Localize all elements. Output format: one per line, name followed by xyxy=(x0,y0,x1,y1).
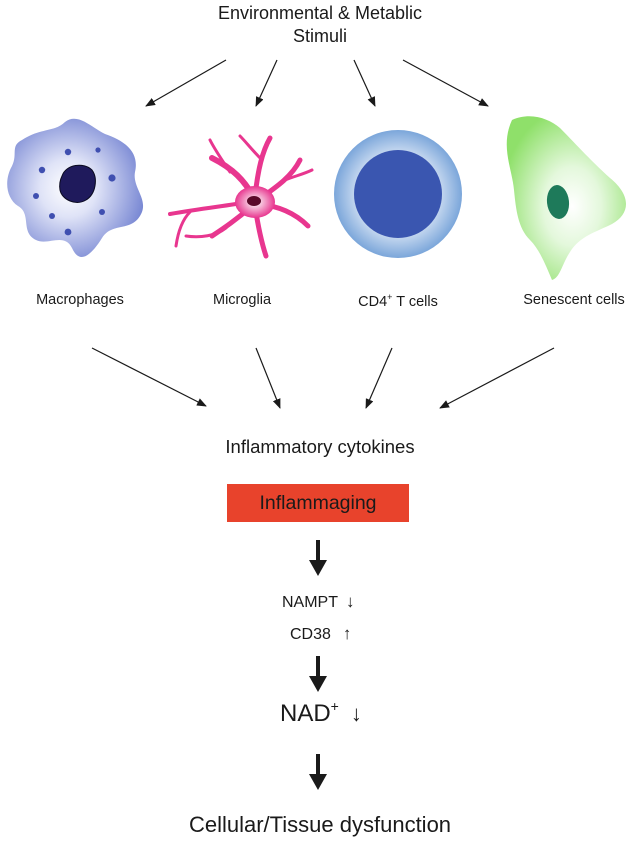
cd4-prefix: CD4 xyxy=(358,294,388,310)
nad-superscript: + xyxy=(330,698,339,714)
stimuli-arrows xyxy=(145,59,489,107)
nad-down-icon: ↓ xyxy=(350,701,362,726)
arrow-nad-dysfunction xyxy=(309,754,327,790)
label-senescent: Senescent cells xyxy=(523,292,625,308)
dysfunction-label: Cellular/Tissue dysfunction xyxy=(188,812,452,837)
arrow-to-senescent xyxy=(402,59,489,107)
arrow-to-microglia xyxy=(255,59,278,107)
arrow-cd4-cytokines xyxy=(365,347,393,409)
label-macrophages: Macrophages xyxy=(36,292,124,308)
label-microglia: Microglia xyxy=(212,292,272,308)
arrow-microglia-cytokines xyxy=(255,347,281,409)
nampt-label: NAMPT xyxy=(282,594,338,611)
inflammaging-label: Inflammaging xyxy=(259,491,377,514)
arrow-inflammaging-nampt xyxy=(309,540,327,576)
nampt-down-icon: ↓ xyxy=(346,592,355,611)
cytokine-arrows xyxy=(91,347,555,409)
macrophage-illustration xyxy=(7,118,144,257)
arrow-macrophages-cytokines xyxy=(91,347,207,407)
arrow-senescent-cytokines xyxy=(439,347,555,409)
microglia-illustration xyxy=(168,134,314,259)
nampt-row: NAMPT ↓ xyxy=(282,592,355,612)
cd4-suffix: T cells xyxy=(392,294,438,310)
cascade-arrows xyxy=(309,540,327,790)
cd38-row: CD38 ↑ xyxy=(290,624,351,644)
stimuli-title: Environmental & Metablic Stimuli xyxy=(218,2,422,48)
cytokines-label: Inflammatory cytokines xyxy=(225,436,415,457)
nad-row: NAD+ ↓ xyxy=(280,698,362,728)
title-line-2: Stimuli xyxy=(292,26,347,46)
arrow-to-cd4 xyxy=(353,59,376,107)
cd4-superscript: + xyxy=(387,292,393,302)
tcell-illustration xyxy=(334,130,462,258)
arrow-to-macrophages xyxy=(145,59,227,107)
nad-label: NAD xyxy=(280,700,331,727)
cd38-label: CD38 xyxy=(290,626,331,643)
title-line-1: Environmental & Metablic xyxy=(217,3,423,23)
label-cd4-tcells: CD4+ T cells xyxy=(358,292,438,310)
senescent-illustration xyxy=(506,116,626,280)
arrow-cd38-nad xyxy=(309,656,327,692)
inflammaging-box: Inflammaging xyxy=(227,484,409,522)
cd38-up-icon: ↑ xyxy=(342,624,352,643)
